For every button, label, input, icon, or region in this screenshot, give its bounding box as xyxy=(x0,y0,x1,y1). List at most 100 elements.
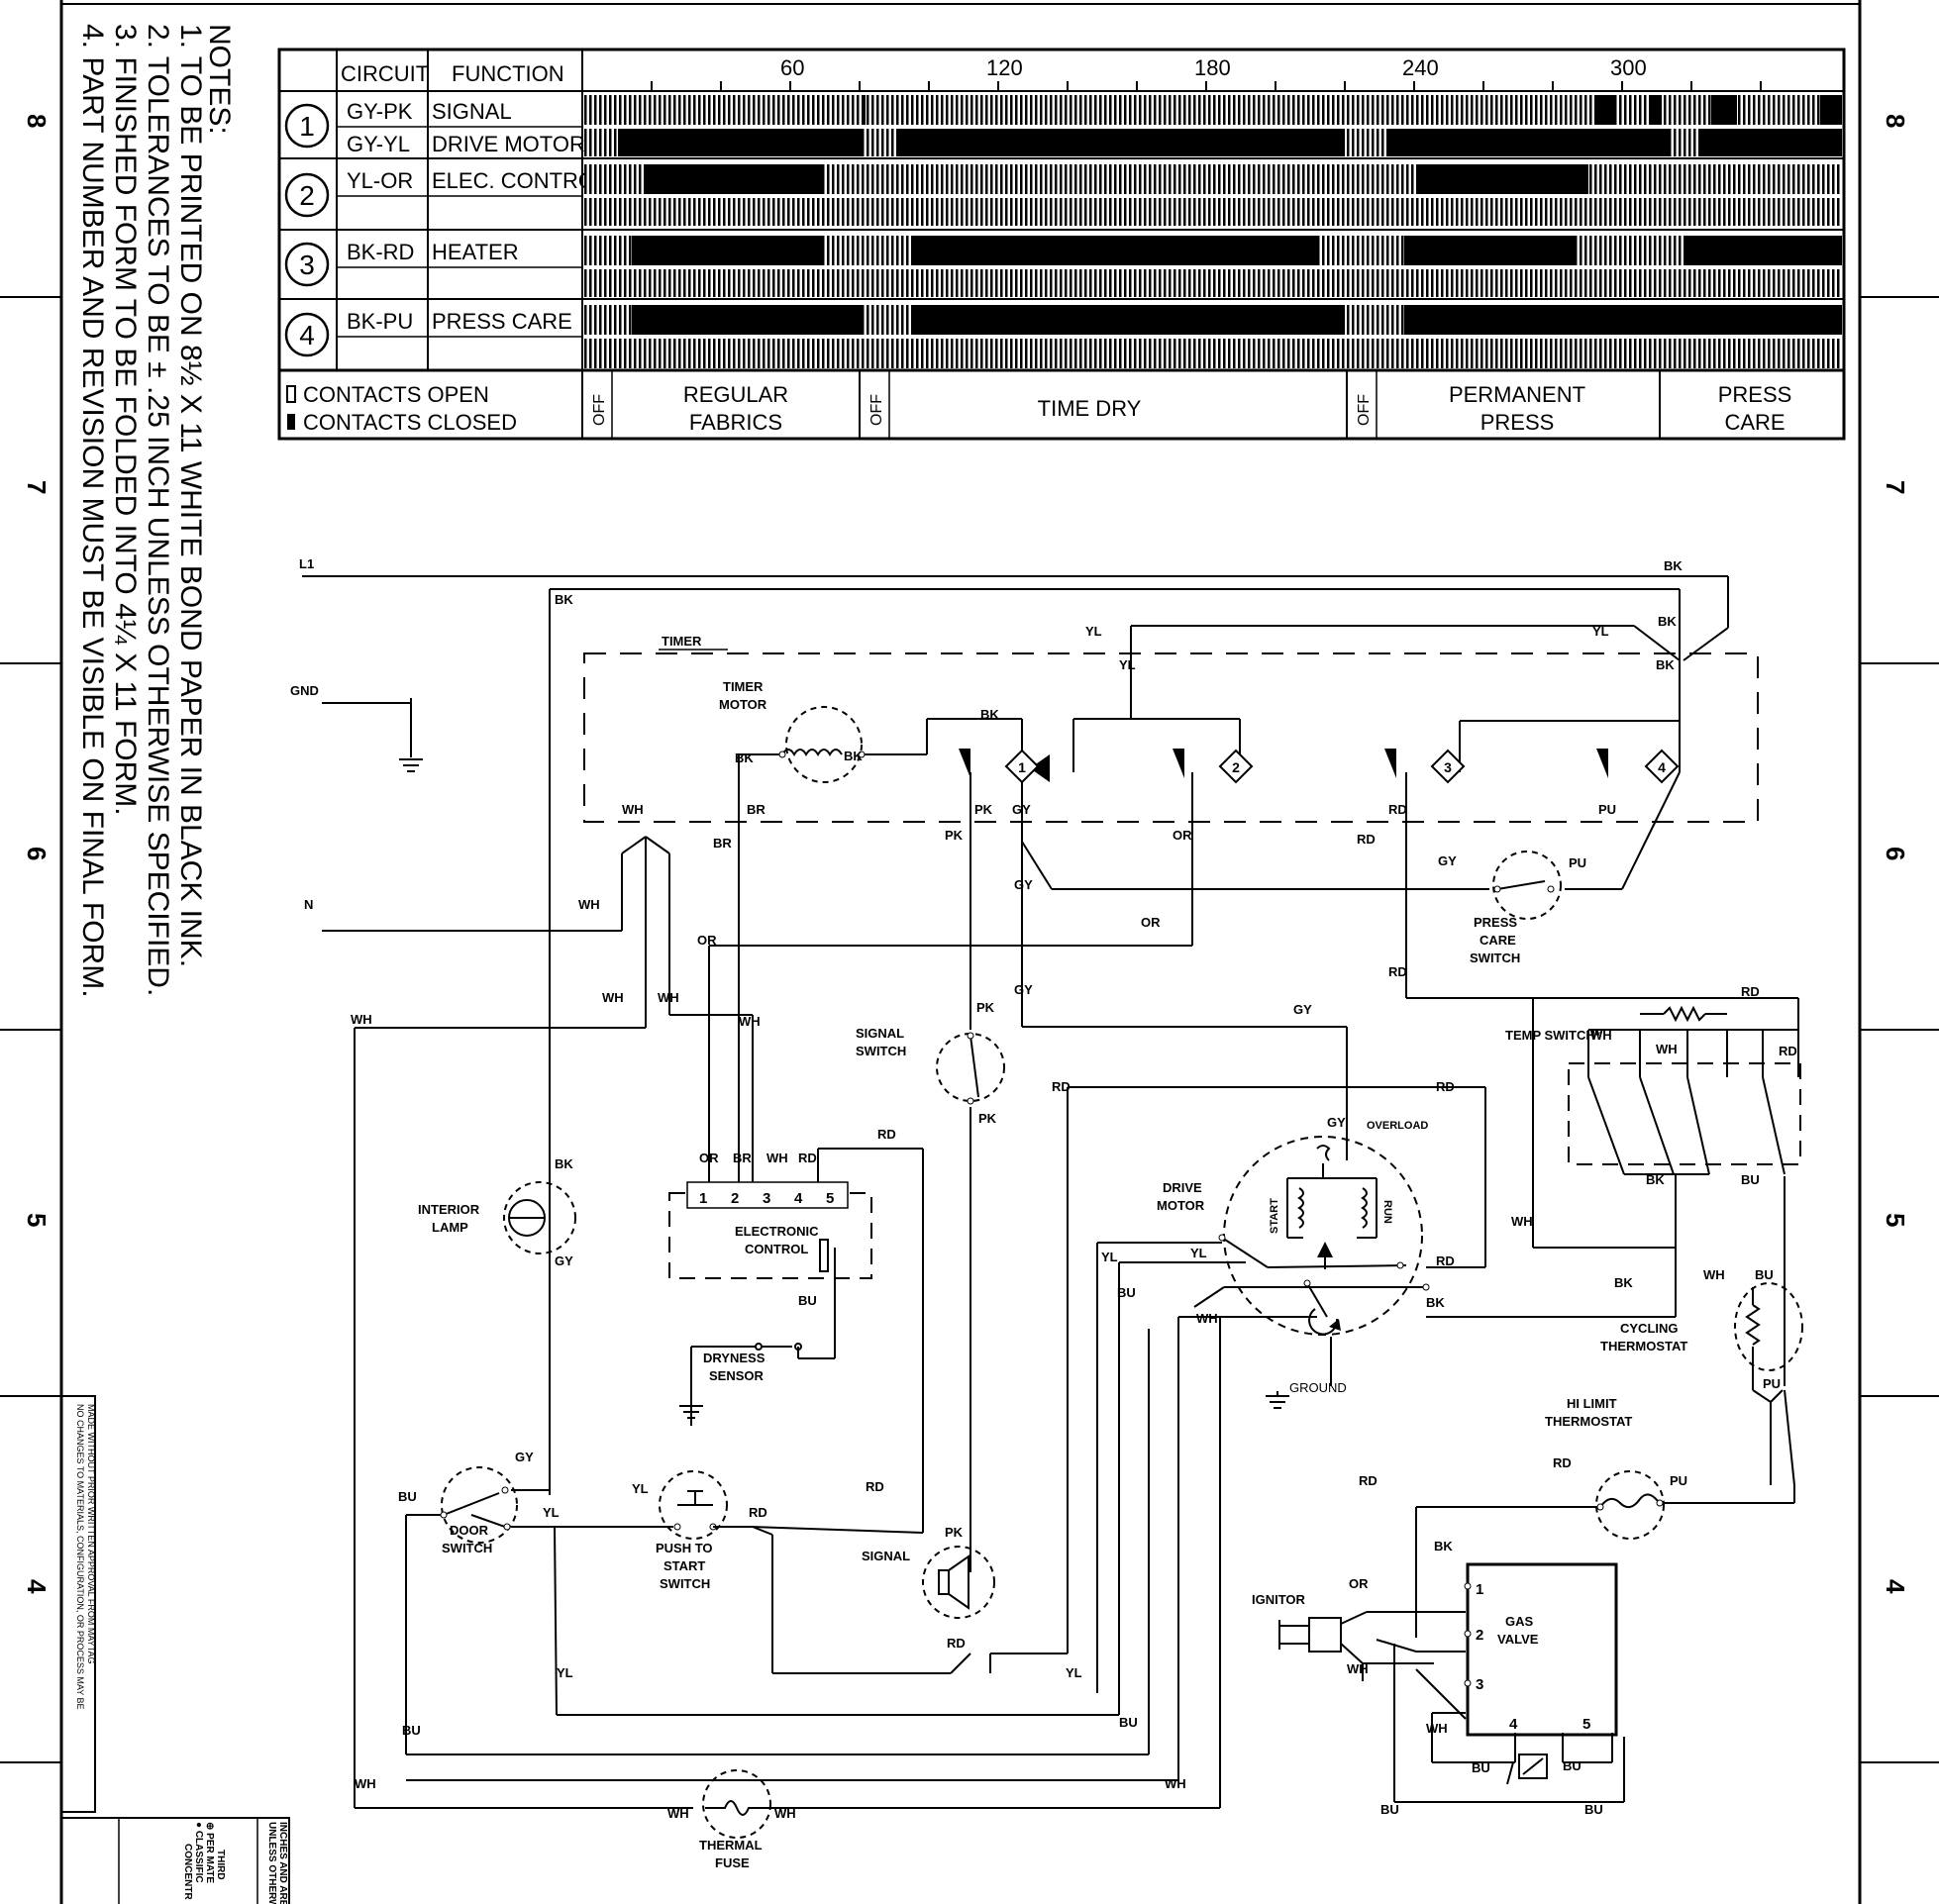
label-dryness-sensor-1: DRYNESS xyxy=(703,1351,765,1365)
wire-yl-1: YL xyxy=(1085,624,1102,639)
label-ground: GROUND xyxy=(1289,1380,1347,1395)
label-drive-motor-2: MOTOR xyxy=(1157,1198,1205,1213)
wire-yl-4: YL xyxy=(1101,1250,1118,1264)
wire-wh-2: WH xyxy=(578,897,600,912)
label-interior-lamp-1: INTERIOR xyxy=(418,1202,480,1217)
wire-bk-12: BK xyxy=(1434,1539,1453,1553)
row-circuit-gy-yl: GY-YL xyxy=(347,132,410,156)
wire-bu-9: BU xyxy=(1563,1758,1582,1773)
title-fragment-1: UNLESS OTHERW xyxy=(266,1822,277,1904)
timer-box xyxy=(583,652,1759,823)
temp-switch-contacts xyxy=(1587,1029,1786,1175)
control-pin-4: 4 xyxy=(794,1190,803,1207)
cycling-thermostat xyxy=(1734,1282,1803,1371)
wire-bu-1: BU xyxy=(1741,1172,1760,1187)
wire-bu-7: BU xyxy=(1119,1715,1138,1730)
wire-wh-18: WH xyxy=(774,1806,796,1821)
label-gas-valve-1: GAS xyxy=(1505,1614,1534,1629)
wire-pu-3: PU xyxy=(1763,1376,1781,1391)
wire-bk-11: BK xyxy=(1646,1172,1665,1187)
row-circuit-gy-pk: GY-PK xyxy=(347,99,413,124)
wire-wh-8: WH xyxy=(1196,1311,1218,1326)
gas-valve-pin-1: 1 xyxy=(1476,1581,1483,1598)
cycle-off-3: OFF xyxy=(1356,394,1373,426)
label-gnd: GND xyxy=(290,683,319,698)
wire-or-2: OR xyxy=(1141,915,1161,930)
label-push-to-start-1: PUSH TO xyxy=(656,1541,713,1555)
wire-bk-1: BK xyxy=(555,592,573,607)
interior-lamp xyxy=(503,1181,576,1257)
push-to-start-switch xyxy=(659,1470,753,1540)
wire-rd-1: RD xyxy=(1388,802,1407,817)
wire-wh-4: WH xyxy=(658,990,679,1005)
time-ticks xyxy=(651,81,1762,91)
circuit-number-3: 3 xyxy=(284,242,330,287)
wire-bk-7: BK xyxy=(844,749,863,763)
gas-valve-pin-5: 5 xyxy=(1582,1716,1590,1733)
wire-yl-6: YL xyxy=(543,1505,560,1520)
zone-label-left-5: 5 xyxy=(22,1213,51,1227)
notes-heading: NOTES: xyxy=(203,24,236,135)
wire-pu-4: PU xyxy=(1670,1473,1687,1488)
cycle-permanent-line1: PERMANENT xyxy=(1449,382,1585,407)
label-n: N xyxy=(304,897,313,912)
cycle-off-1: OFF xyxy=(591,394,608,426)
tick-label-180: 180 xyxy=(1194,55,1231,80)
timer-contacts xyxy=(959,749,1608,782)
label-push-to-start-2: START xyxy=(663,1558,705,1573)
label-electronic-control-1: ELECTRONIC xyxy=(735,1224,819,1239)
wire-wh-10: WH xyxy=(1656,1042,1678,1056)
label-dryness-sensor-2: SENSOR xyxy=(709,1368,765,1383)
wire-rd-3: RD xyxy=(1388,964,1407,979)
row-circuit-yl-or: YL-OR xyxy=(347,168,413,193)
zone-label-right-8: 8 xyxy=(1881,114,1910,128)
wire-yl-5: YL xyxy=(1190,1246,1207,1260)
drive-motor xyxy=(1096,1136,1430,1693)
label-hi-limit-2: THERMOSTAT xyxy=(1545,1414,1632,1429)
control-pin-5: 5 xyxy=(826,1190,834,1207)
wire-yl-8: YL xyxy=(557,1665,573,1680)
row-function-press-care: PRESS CARE xyxy=(432,309,572,334)
title-fragment-2: INCHES AND ARE xyxy=(277,1822,288,1904)
label-ignitor: IGNITOR xyxy=(1252,1592,1306,1607)
wire-rd-8: RD xyxy=(877,1127,896,1142)
wire-or-3: OR xyxy=(697,933,717,948)
row-function-elec-control: ELEC. CONTROL xyxy=(432,168,607,193)
wire-bu-2: BU xyxy=(1755,1267,1774,1282)
timer-bars xyxy=(584,95,1842,368)
zone-labels: 8 7 6 5 4 8 7 6 5 4 xyxy=(22,114,1910,1594)
note-3: 3. FINISHED FORM TO BE FOLDED INTO 4¼ X … xyxy=(109,24,142,816)
wire-wh-1: WH xyxy=(622,802,644,817)
zone-label-right-4: 4 xyxy=(1881,1579,1910,1594)
title-fragment-5: ⊕ PER MATE xyxy=(204,1822,215,1883)
legend-contacts-open: CONTACTS OPEN xyxy=(303,382,489,407)
cycle-permanent-line2: PRESS xyxy=(1480,410,1555,435)
signal-switch xyxy=(936,1032,1005,1105)
wire-gy-4: GY xyxy=(1014,982,1033,997)
wire-bk-5: BK xyxy=(980,707,999,722)
label-signal-switch-1: SIGNAL xyxy=(856,1026,904,1041)
label-timer: TIMER xyxy=(662,634,702,649)
wire-wh-6: WH xyxy=(739,1014,761,1029)
wire-gy-6: GY xyxy=(1327,1115,1346,1130)
legend-contacts-closed: CONTACTS CLOSED xyxy=(303,410,517,435)
label-signal: SIGNAL xyxy=(862,1549,910,1563)
wire-pk-3: PK xyxy=(976,1000,995,1015)
row-circuit-bk-rd: BK-RD xyxy=(347,240,414,264)
wire-yl-3: YL xyxy=(1592,624,1609,639)
wire-yl-9: YL xyxy=(1066,1665,1082,1680)
signal-buzzer xyxy=(922,1546,995,1619)
label-press-care-3: SWITCH xyxy=(1470,951,1520,965)
header-function: FUNCTION xyxy=(452,61,564,86)
cycle-press-care-line1: PRESS xyxy=(1718,382,1792,407)
wire-rd-7: RD xyxy=(1436,1079,1455,1094)
press-care-switch xyxy=(1492,851,1562,920)
gas-valve-pin-4: 4 xyxy=(1509,1716,1518,1733)
label-temp-switch: TEMP SWITCH* xyxy=(1505,1028,1601,1043)
wire-gy-8: GY xyxy=(515,1450,534,1464)
label-cycling-thermostat-1: CYCLING xyxy=(1620,1321,1679,1336)
wire-bk-9: BK xyxy=(1426,1295,1445,1310)
gas-valve-pin-3: 3 xyxy=(1476,1676,1483,1693)
wire-yl-7: YL xyxy=(632,1481,649,1496)
